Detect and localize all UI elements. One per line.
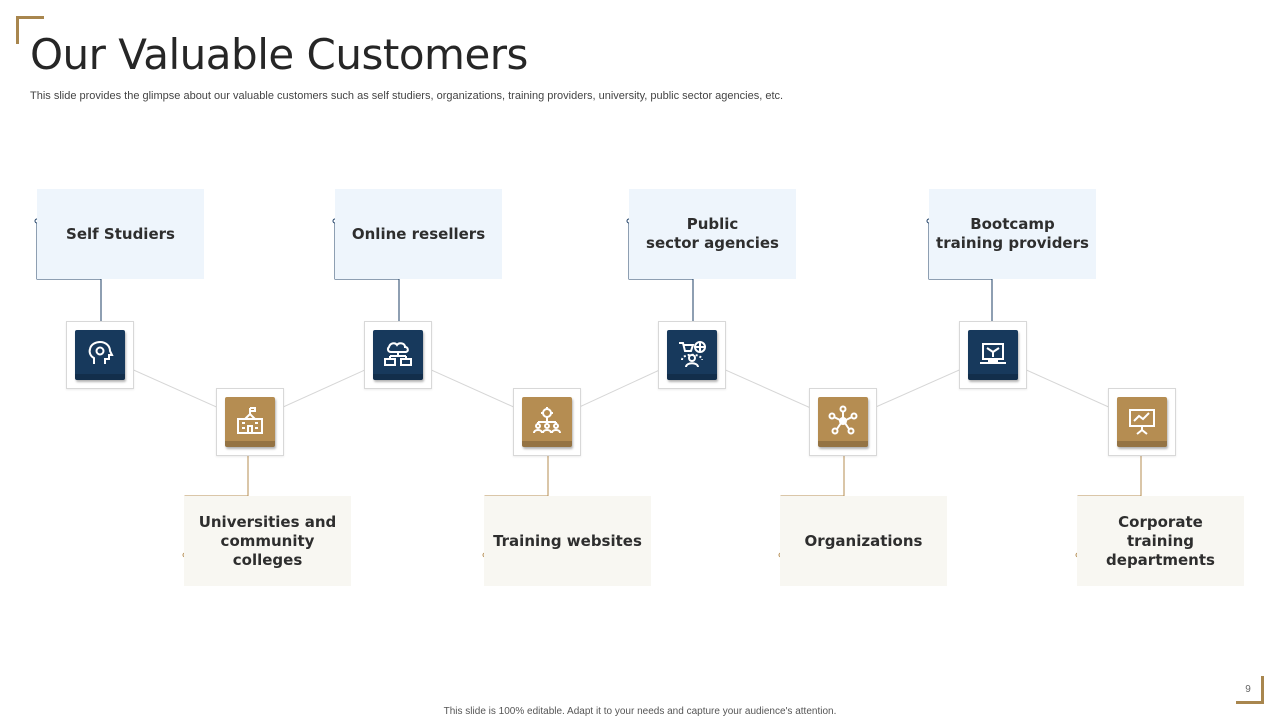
agency-globe-icon bbox=[667, 330, 717, 380]
icon-card-universities bbox=[216, 388, 284, 456]
customer-label-training-websites: Training websites bbox=[484, 496, 651, 586]
gear-team-icon bbox=[522, 397, 572, 447]
customer-label-text: Self Studiers bbox=[66, 224, 175, 243]
customer-label-online-resellers: Online resellers bbox=[335, 189, 502, 279]
customer-label-text: Training websites bbox=[493, 531, 642, 550]
icon-card-training-websites bbox=[513, 388, 581, 456]
customer-label-text: Online resellers bbox=[351, 224, 486, 243]
page-title: Our Valuable Customers bbox=[30, 30, 528, 79]
corner-accent-bottom-right bbox=[1236, 676, 1264, 704]
icon-card-self-studiers bbox=[66, 321, 134, 389]
head-gear-icon bbox=[75, 330, 125, 380]
customer-label-self-studiers: Self Studiers bbox=[37, 189, 204, 279]
school-building-icon bbox=[225, 397, 275, 447]
laptop-training-icon bbox=[968, 330, 1018, 380]
page-number: 9 bbox=[1245, 684, 1251, 695]
icon-card-bootcamp bbox=[959, 321, 1027, 389]
cloud-network-icon bbox=[373, 330, 423, 380]
icon-card-organizations bbox=[809, 388, 877, 456]
presentation-board-icon bbox=[1117, 397, 1167, 447]
icon-card-public-sector bbox=[658, 321, 726, 389]
page-subtitle: This slide provides the glimpse about ou… bbox=[30, 90, 784, 102]
hub-network-icon bbox=[818, 397, 868, 447]
icon-card-corporate-training bbox=[1108, 388, 1176, 456]
corner-accent-top-left bbox=[16, 16, 44, 44]
customer-label-text: Organizations bbox=[804, 531, 923, 550]
customer-label-organizations: Organizations bbox=[780, 496, 947, 586]
icon-card-online-resellers bbox=[364, 321, 432, 389]
slide-footer: This slide is 100% editable. Adapt it to… bbox=[443, 706, 837, 717]
